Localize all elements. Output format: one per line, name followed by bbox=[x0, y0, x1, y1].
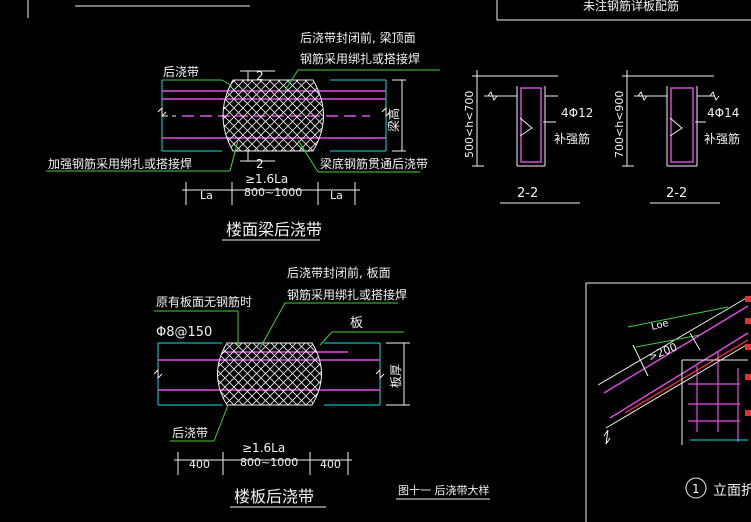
beam-dim-top: ≥1.6La bbox=[245, 172, 288, 186]
slab-dim-top: ≥1.6La bbox=[242, 441, 285, 455]
slab-rebar: Φ8@150 bbox=[156, 325, 212, 340]
beam-note-top-line1: 后浇带封闭前, 梁顶面 bbox=[300, 30, 416, 45]
section-b-rebar: 4Φ14 bbox=[707, 106, 739, 120]
slab-label-band: 后浇带 bbox=[172, 426, 208, 440]
slab-band-title: 楼板后浇带 bbox=[234, 487, 314, 506]
section-b-rebar-note: 补强筋 bbox=[704, 131, 740, 146]
beam-note-bottom: 梁底钢筋贯通后浇带 bbox=[320, 156, 428, 171]
beam-note-left: 加强钢筋采用绑扎或搭接焊 bbox=[48, 156, 192, 171]
section-a-rebar: 4Φ12 bbox=[561, 106, 593, 120]
detail-circle-number: 1 bbox=[692, 482, 700, 496]
section-a-height-range: 500<h<700 bbox=[463, 91, 476, 158]
section-2-2-b: 700<h<900 4Φ14 补强筋 2-2 bbox=[613, 70, 740, 204]
slab-dim-mid: 800~1000 bbox=[240, 456, 298, 469]
slab-band-drawing: 后浇带封闭前, 板面 钢筋采用绑扎或搭接焊 原有板面无钢筋时 Φ8@150 板 … bbox=[153, 265, 410, 508]
section-a-label: 2-2 bbox=[517, 186, 538, 201]
top-right-title: 未注钢筋详板配筋 bbox=[583, 0, 679, 13]
beam-dim-left: La bbox=[200, 189, 213, 202]
slab-note-left: 原有板面无钢筋时 bbox=[156, 294, 252, 309]
section-b-height-range: 700<h<900 bbox=[613, 91, 626, 158]
slab-dim-left: 400 bbox=[189, 458, 210, 471]
section-a-rebar-note: 补强筋 bbox=[554, 131, 590, 146]
beam-dim-right: La bbox=[330, 189, 343, 202]
right-detail-drawing: Loe >200 1 立面折梁 bbox=[585, 282, 751, 522]
beam-dim-mid: 800~1000 bbox=[244, 186, 302, 199]
slab-label-slab: 板 bbox=[350, 316, 363, 331]
slab-note-top-line2: 钢筋采用绑扎或搭接焊 bbox=[287, 287, 407, 302]
slab-thickness-label: 板厚 bbox=[389, 364, 403, 388]
beam-band-drawing: 2 2 后浇带 后浇带封闭前, 梁顶面 钢筋采用绑扎或搭接焊 加强钢筋采用绑扎或… bbox=[46, 30, 440, 241]
slab-dim-right: 400 bbox=[320, 458, 341, 471]
beam-section-mark-bottom: 2 bbox=[256, 157, 264, 171]
section-2-2-a: 500<h<700 4Φ12 补强筋 2-2 bbox=[463, 70, 593, 204]
beam-section-mark-top: 2 bbox=[256, 69, 264, 83]
beam-label-band: 后浇带 bbox=[163, 65, 199, 79]
beam-note-top-line2: 钢筋采用绑扎或搭接焊 bbox=[300, 51, 420, 66]
beam-band-title: 楼面梁后浇带 bbox=[226, 220, 322, 239]
detail-dim-loe: Loe bbox=[650, 318, 670, 333]
slab-note-top-line1: 后浇带封闭前, 板面 bbox=[287, 265, 391, 280]
detail-caption: 立面折梁 bbox=[713, 483, 751, 499]
beam-height-label: 梁高 bbox=[386, 108, 401, 132]
figure-caption: 图十一 后浇带大样 bbox=[398, 483, 490, 497]
top-strip: 未注钢筋详板配筋 bbox=[27, 0, 751, 21]
section-b-label: 2-2 bbox=[666, 186, 687, 201]
